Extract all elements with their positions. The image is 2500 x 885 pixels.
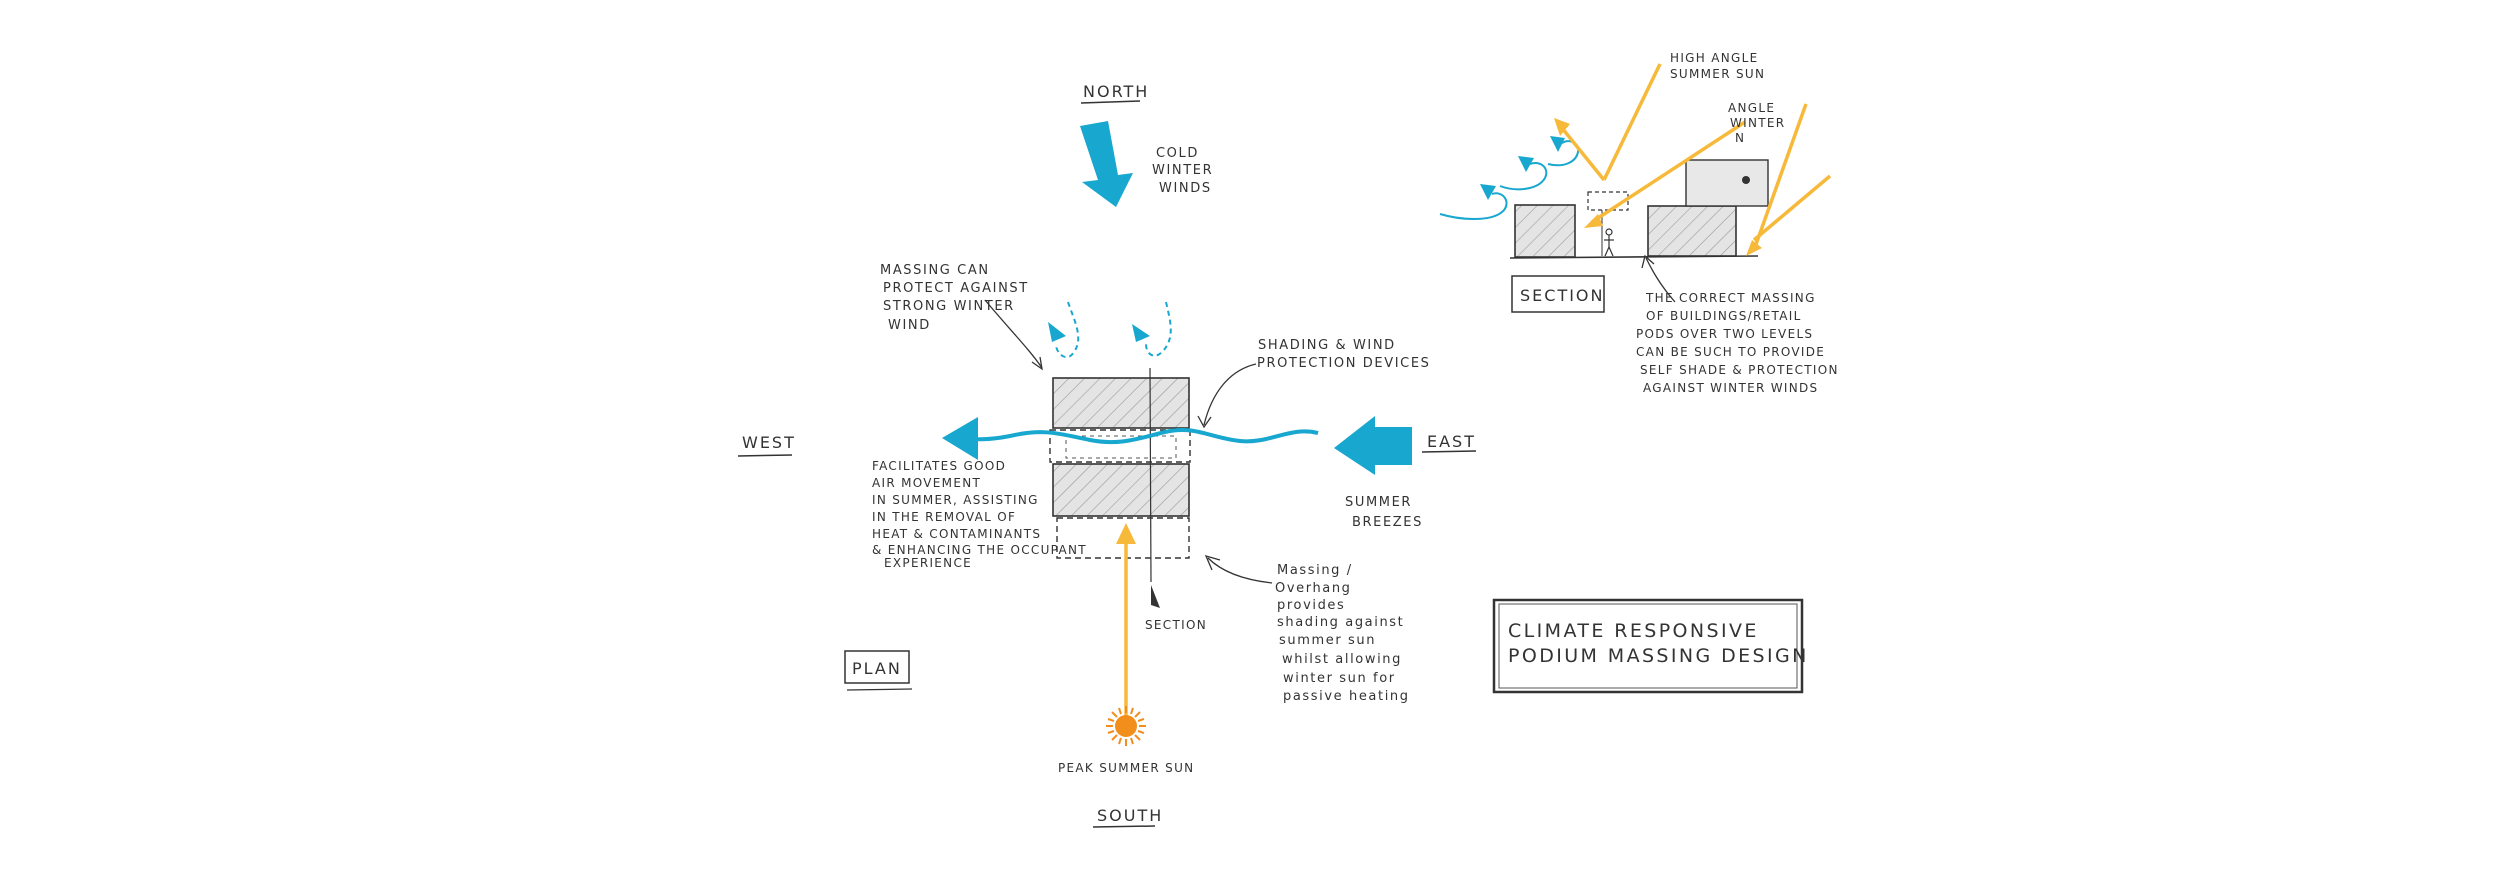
summer-breeze-wave [949, 427, 1319, 445]
low-angle-sun-rays [1752, 103, 1832, 251]
correct-massing-leader [1645, 257, 1676, 303]
svg-text:summer sun: summer sun [1279, 633, 1376, 648]
summer-breezes-note: SUMMER BREEZES [1345, 495, 1423, 530]
svg-text:SUMMER: SUMMER [1345, 495, 1412, 510]
section-label-box: SECTION [1511, 275, 1605, 313]
high-angle-sun-rays [1560, 63, 1746, 224]
svg-text:shading against: shading against [1277, 615, 1404, 630]
svg-text:WIND: WIND [888, 318, 931, 333]
section-building-middle [1647, 205, 1737, 257]
east-breeze-arrow [1334, 416, 1412, 475]
svg-text:SELF SHADE & PROTECTION: SELF SHADE & PROTECTION [1640, 363, 1839, 377]
svg-text:SUMMER SUN: SUMMER SUN [1670, 67, 1765, 81]
svg-text:CAN BE SUCH TO PROVIDE: CAN BE SUCH TO PROVIDE [1636, 345, 1825, 359]
person-icon [1604, 228, 1614, 257]
svg-text:SOUTH: SOUTH [1097, 806, 1163, 825]
air-movement-note: FACILITATES GOOD AIR MOVEMENT IN SUMMER,… [872, 459, 1087, 570]
svg-text:NORTH: NORTH [1083, 82, 1149, 101]
svg-text:COLD: COLD [1156, 146, 1199, 161]
massing-protect-note: MASSING CAN PROTECT AGAINST STRONG WINTE… [880, 263, 1029, 333]
compass-east: EAST [1421, 432, 1477, 453]
svg-text:WEST: WEST [742, 433, 796, 452]
plan-building-north [1052, 377, 1190, 429]
shading-devices-leader [1203, 363, 1257, 426]
svg-text:PROTECT AGAINST: PROTECT AGAINST [883, 281, 1029, 296]
low-angle-sun-note: ANGLE WINTER N [1728, 101, 1785, 145]
svg-text:EAST: EAST [1427, 432, 1476, 451]
plan-building-south [1052, 463, 1190, 517]
title-box: CLIMATE RESPONSIVE PODIUM MASSING DESIGN [1492, 598, 1809, 694]
svg-text:THE CORRECT MASSING: THE CORRECT MASSING [1645, 291, 1816, 305]
section-marker-label: SECTION [1145, 618, 1207, 632]
section-cut-marker [1151, 585, 1160, 608]
cold-winter-winds-note: COLD WINTER WINDS [1152, 146, 1213, 196]
peak-summer-sun-label: PEAK SUMMER SUN [1058, 761, 1194, 775]
plan-label-box: PLAN [844, 650, 913, 691]
summer-breeze-arrowhead [942, 417, 978, 460]
svg-text:STRONG WINTER: STRONG WINTER [883, 299, 1015, 314]
svg-text:PLAN: PLAN [852, 659, 902, 678]
high-angle-sun-note: HIGH ANGLE SUMMER SUN [1670, 51, 1765, 81]
svg-text:AGAINST WINTER WINDS: AGAINST WINTER WINDS [1643, 381, 1818, 395]
title-line-2: PODIUM MASSING DESIGN [1508, 645, 1809, 667]
compass-west: WEST [737, 433, 796, 457]
compass-north: NORTH [1080, 82, 1149, 104]
svg-text:HEAT & CONTAMINANTS: HEAT & CONTAMINANTS [872, 527, 1041, 541]
high-sun-arrowhead-2 [1584, 214, 1603, 228]
svg-text:HIGH ANGLE: HIGH ANGLE [1670, 51, 1758, 65]
section-wind-curls [1439, 136, 1580, 220]
plan-canopy-dashed [1049, 429, 1191, 463]
svg-text:N: N [1735, 131, 1745, 145]
plan-overhang-dashed [1056, 517, 1190, 559]
svg-text:EXPERIENCE: EXPERIENCE [884, 556, 972, 570]
shading-devices-note: SHADING & WIND PROTECTION DEVICES [1257, 338, 1431, 371]
high-sun-arrowhead [1554, 118, 1570, 136]
svg-text:SHADING & WIND: SHADING & WIND [1258, 338, 1396, 353]
overhang-leader [1207, 557, 1273, 584]
svg-text:passive heating: passive heating [1283, 689, 1410, 704]
summer-sun-ray-arrowhead [1116, 523, 1136, 544]
svg-text:& ENHANCING THE OCCUPANT: & ENHANCING THE OCCUPANT [872, 543, 1087, 557]
section-cut-line [1149, 367, 1152, 583]
compass-south: SOUTH [1092, 806, 1163, 828]
section-building-left [1514, 204, 1576, 258]
title-line-1: CLIMATE RESPONSIVE [1508, 620, 1759, 642]
svg-text:Massing /: Massing / [1277, 563, 1353, 578]
sun-icon [1106, 706, 1146, 746]
svg-text:WINDS: WINDS [1159, 181, 1212, 196]
svg-text:FACILITATES GOOD: FACILITATES GOOD [872, 459, 1006, 473]
svg-text:SECTION: SECTION [1520, 286, 1605, 305]
massing-protect-leader [984, 299, 1043, 369]
svg-text:Overhang: Overhang [1275, 581, 1352, 596]
svg-text:BREEZES: BREEZES [1352, 515, 1423, 530]
low-sun-arrowhead [1746, 240, 1762, 256]
svg-text:PROTECTION DEVICES: PROTECTION DEVICES [1257, 356, 1431, 371]
svg-text:MASSING CAN: MASSING CAN [880, 263, 990, 278]
svg-text:OF BUILDINGS/RETAIL: OF BUILDINGS/RETAIL [1646, 309, 1802, 323]
correct-massing-note: THE CORRECT MASSING OF BUILDINGS/RETAIL … [1636, 291, 1839, 395]
svg-text:AIR MOVEMENT: AIR MOVEMENT [872, 476, 981, 490]
section-building-upper [1685, 159, 1769, 207]
wind-deflection-curls [1048, 301, 1172, 359]
svg-text:IN SUMMER, ASSISTING: IN SUMMER, ASSISTING [872, 493, 1039, 507]
svg-text:winter sun for: winter sun for [1283, 671, 1396, 686]
svg-text:PODS OVER TWO LEVELS: PODS OVER TWO LEVELS [1636, 327, 1813, 341]
svg-text:ANGLE: ANGLE [1728, 101, 1775, 115]
svg-text:WINTER: WINTER [1152, 163, 1213, 178]
svg-text:IN THE REMOVAL OF: IN THE REMOVAL OF [872, 510, 1016, 524]
massing-overhang-note: Massing / Overhang provides shading agai… [1275, 563, 1410, 704]
svg-text:WINTER: WINTER [1730, 116, 1785, 130]
cold-wind-arrow [1080, 121, 1133, 207]
svg-text:provides: provides [1277, 598, 1345, 613]
svg-text:whilst allowing: whilst allowing [1282, 652, 1402, 667]
